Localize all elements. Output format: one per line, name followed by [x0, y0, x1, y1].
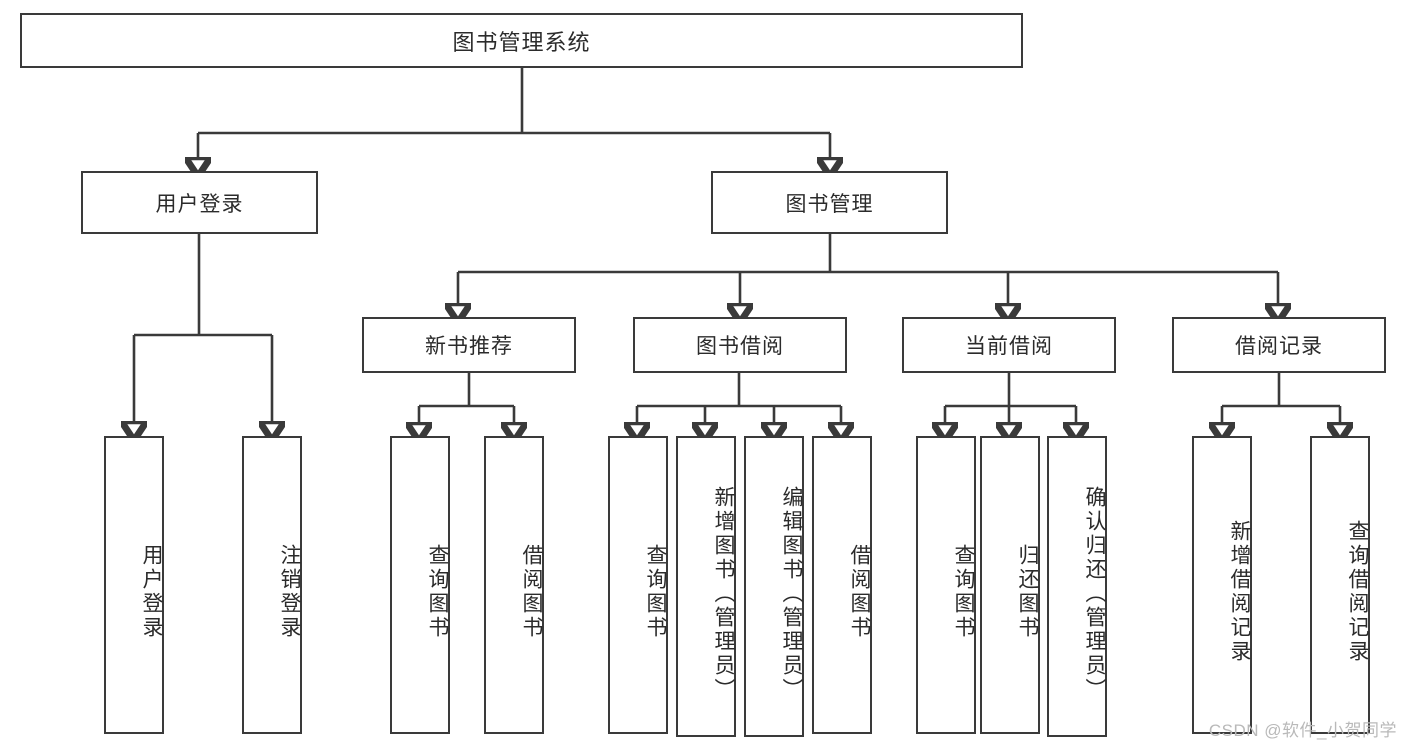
- leaf-add-record[interactable]: 新增借阅记录: [1192, 436, 1252, 734]
- leaf-borrow-book-2[interactable]: 借阅图书: [812, 436, 872, 734]
- leaf-borrow-book-1[interactable]: 借阅图书: [484, 436, 544, 734]
- node-label: 图书管理系统: [452, 29, 591, 55]
- watermark-text: CSDN @软件_小贺同学: [1208, 721, 1397, 740]
- node-user-login[interactable]: 用户登录: [81, 171, 318, 234]
- node-label: 归还图书: [1016, 544, 1039, 640]
- node-label: 新书推荐: [425, 335, 513, 358]
- node-label: 用户登录: [155, 192, 244, 216]
- node-label: 图书管理: [785, 192, 874, 216]
- node-current-borrow[interactable]: 当前借阅: [902, 317, 1116, 373]
- leaf-add-book[interactable]: 新增图书（管理员）: [676, 436, 736, 737]
- leaf-confirm-return[interactable]: 确认归还（管理员）: [1047, 436, 1107, 737]
- node-label: 借阅图书: [848, 544, 871, 640]
- leaf-edit-book[interactable]: 编辑图书（管理员）: [744, 436, 804, 737]
- node-label: 编辑图书（管理员）: [780, 485, 803, 702]
- leaf-query-record[interactable]: 查询借阅记录: [1310, 436, 1370, 734]
- leaf-query-book-1[interactable]: 查询图书: [390, 436, 450, 734]
- leaf-query-book-3[interactable]: 查询图书: [916, 436, 976, 734]
- node-label: 新增借阅记录: [1228, 520, 1251, 664]
- node-new-book-recommend[interactable]: 新书推荐: [362, 317, 576, 373]
- node-label: 用户登录: [140, 544, 163, 640]
- node-label: 注销登录: [278, 544, 301, 640]
- leaf-logout[interactable]: 注销登录: [242, 436, 302, 734]
- node-book-management[interactable]: 图书管理: [711, 171, 948, 234]
- node-label: 借阅图书: [520, 544, 543, 640]
- node-label: 查询图书: [426, 544, 449, 640]
- node-borrow-record[interactable]: 借阅记录: [1172, 317, 1386, 373]
- node-label: 确认归还（管理员）: [1083, 485, 1106, 702]
- node-label: 当前借阅: [965, 335, 1053, 358]
- node-label: 借阅记录: [1235, 335, 1323, 358]
- node-label: 图书借阅: [696, 335, 784, 358]
- node-book-borrow[interactable]: 图书借阅: [633, 317, 847, 373]
- node-label: 查询图书: [952, 544, 975, 640]
- leaf-return-book[interactable]: 归还图书: [980, 436, 1040, 734]
- node-label: 查询图书: [644, 544, 667, 640]
- node-label: 查询借阅记录: [1346, 520, 1369, 664]
- node-label: 新增图书（管理员）: [712, 485, 735, 702]
- leaf-query-book-2[interactable]: 查询图书: [608, 436, 668, 734]
- node-root-system[interactable]: 图书管理系统: [20, 13, 1023, 68]
- leaf-user-login[interactable]: 用户登录: [104, 436, 164, 734]
